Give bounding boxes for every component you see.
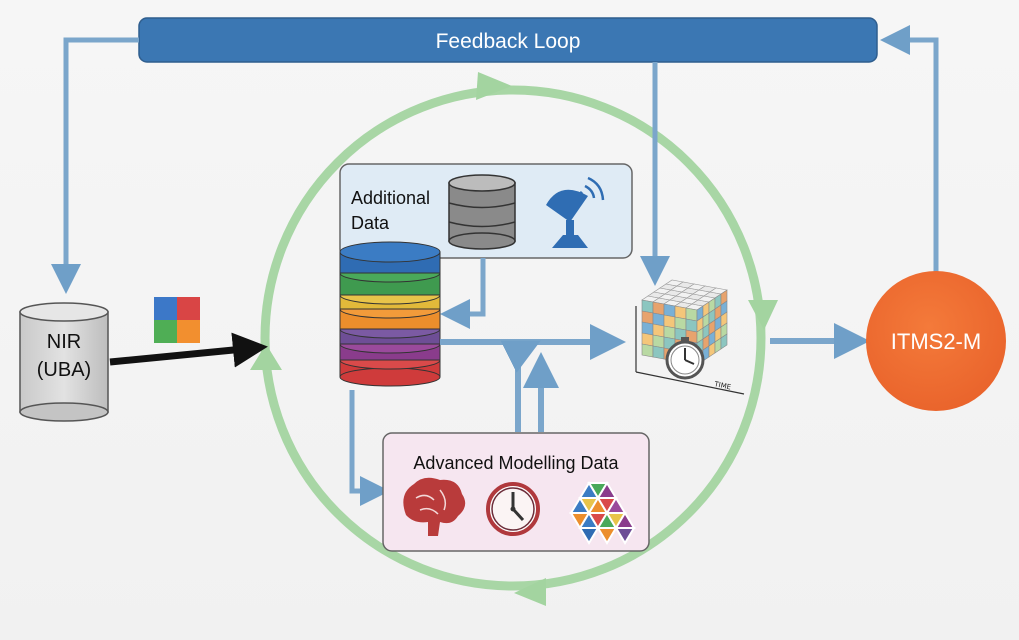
clock-icon	[486, 482, 540, 536]
cube-cell	[720, 333, 728, 350]
additional-data-label-line1: Additional	[351, 188, 430, 208]
itms-node: ITMS2-M	[866, 271, 1006, 411]
db-to-modelling-arrow	[349, 390, 390, 506]
cycle-arrowhead-right	[748, 300, 778, 330]
database-icon	[448, 174, 516, 250]
itms-label: ITMS2-M	[891, 329, 981, 354]
additional-data-label-line2: Data	[351, 213, 390, 233]
nir-cylinder: NIR (UBA)	[19, 302, 109, 422]
cube-cell	[652, 345, 665, 360]
color-grid-icon	[154, 297, 200, 343]
hexagon-mosaic-icon	[569, 481, 636, 545]
cube-time-label: TIME	[713, 380, 732, 392]
modelling-arrows	[500, 340, 559, 432]
data-cube-icon: TIME	[635, 279, 745, 395]
satellite-dish-icon	[546, 176, 605, 248]
cube-cell	[641, 343, 654, 358]
feedback-loop-label: Feedback Loop	[436, 30, 581, 53]
additional-data-arrow	[440, 258, 486, 329]
brain-icon	[403, 477, 466, 536]
feedback-loop-bar: Feedback Loop	[138, 17, 878, 63]
feedback-connectors	[51, 25, 939, 294]
nir-input-arrow	[109, 332, 268, 368]
cycle-arrowhead-left	[250, 344, 282, 370]
cycle-arrowhead-top	[476, 72, 512, 100]
nir-label-line2: (UBA)	[37, 359, 91, 381]
advanced-modelling-title: Advanced Modelling Data	[413, 453, 619, 473]
stacked-database-icon	[339, 241, 441, 387]
cycle-arrowhead-bottom	[514, 578, 546, 606]
nir-label-line1: NIR	[47, 331, 81, 353]
cube-clock-icon	[665, 337, 705, 380]
db-layer-blue	[339, 241, 441, 274]
